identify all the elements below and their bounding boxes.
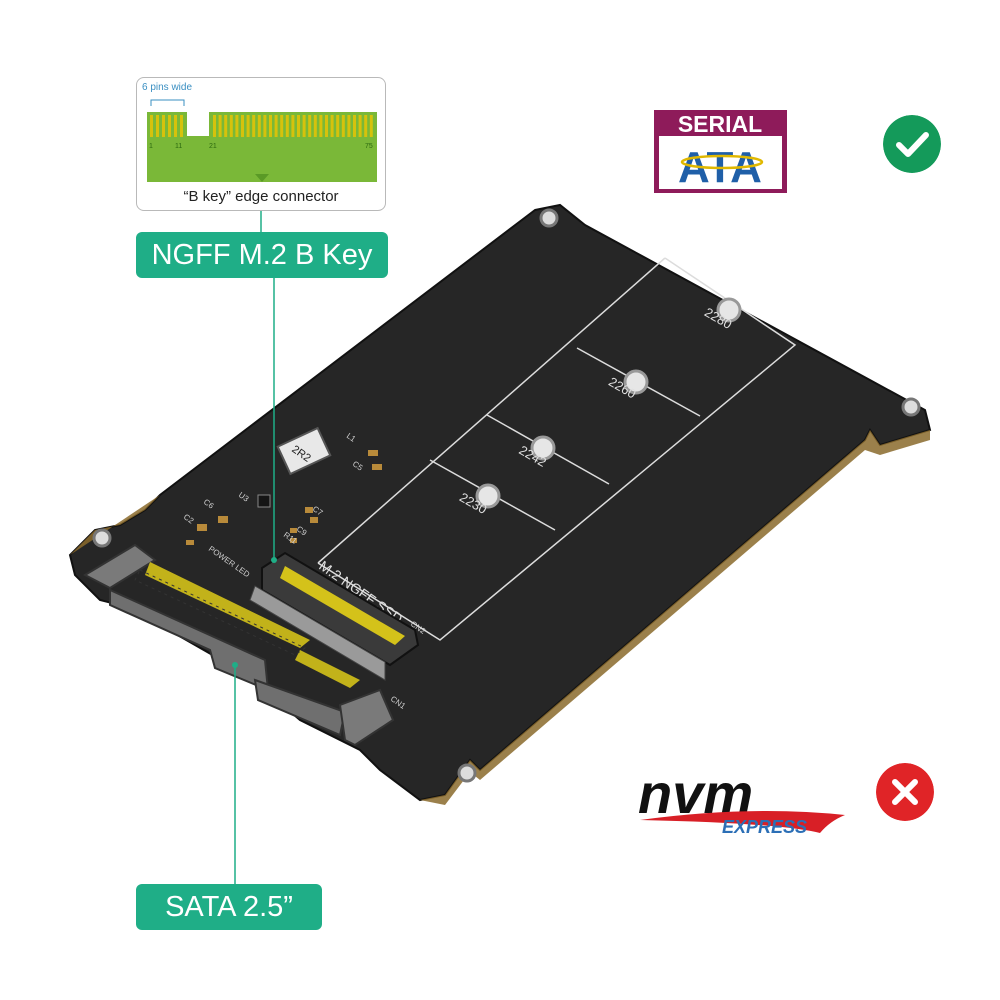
edge-connector-caption: “B key” edge connector: [183, 188, 339, 205]
pcb-board: [68, 203, 932, 802]
gold-pin: [241, 115, 244, 137]
gold-pin: [252, 115, 256, 137]
gold-pin: [263, 115, 267, 137]
serial-ata-logo: SERIAL ATA: [654, 110, 787, 193]
edge-connector-inset: 1 11 21 75: [136, 77, 386, 211]
gold-pin: [369, 115, 373, 137]
svg-text:EXPRESS: EXPRESS: [722, 817, 807, 837]
gold-pin: [325, 115, 328, 137]
gold-pin: [229, 115, 233, 137]
standoff-holes: [475, 297, 742, 509]
gold-pin: [218, 115, 222, 137]
gold-pin: [319, 115, 323, 137]
inductor-2r2: 2R2: [276, 426, 332, 476]
gold-pin: [347, 115, 351, 137]
gold-pin: [246, 115, 250, 137]
gold-pin: [358, 115, 362, 137]
gold-pin: [224, 115, 228, 137]
gold-pin: [353, 115, 356, 137]
svg-text:SERIAL: SERIAL: [678, 111, 762, 137]
sata-2-5-label: SATA 2.5”: [136, 884, 322, 930]
svg-text:75: 75: [365, 143, 373, 150]
gold-pin: [213, 115, 216, 137]
gold-pin: [280, 115, 284, 137]
nvm-express-logo: nvm EXPRESS: [638, 765, 845, 837]
edge-connector-drawing: 1 11 21 75: [147, 99, 377, 182]
gold-pin: [313, 115, 317, 137]
gold-pin: [285, 115, 289, 137]
gold-pin: [297, 115, 300, 137]
svg-text:1: 1: [149, 143, 153, 150]
smd-components: [186, 450, 382, 545]
gold-pin: [291, 115, 295, 137]
svg-text:11: 11: [175, 143, 182, 150]
gold-pin: [257, 115, 261, 137]
gold-pin: [330, 115, 334, 137]
mounting-holes: [92, 208, 921, 783]
gold-pin: [308, 115, 312, 137]
gold-pin: [302, 115, 306, 137]
svg-text:21: 21: [209, 143, 217, 150]
pins-wide-label: 6 pins wide: [142, 82, 193, 93]
m2-connector: [249, 551, 420, 681]
ngff-m2-b-key-label: NGFF M.2 B Key: [136, 232, 388, 278]
gold-pin: [364, 115, 368, 137]
gold-pin: [269, 115, 272, 137]
not-supported-cross-icon: [876, 763, 934, 821]
gold-pin: [336, 115, 340, 137]
sata-connector: [82, 543, 395, 747]
gold-pin: [235, 115, 239, 137]
supported-check-icon: [883, 115, 941, 173]
gold-pin: [274, 115, 278, 137]
gold-pin: [341, 115, 345, 137]
